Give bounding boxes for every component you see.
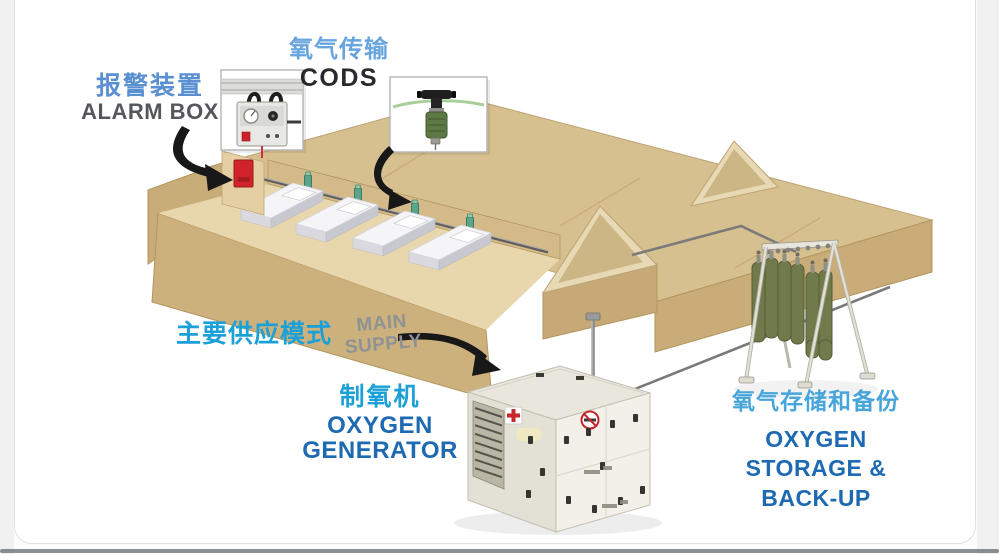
- label-oxygen-storage-en: OXYGEN STORAGE & BACK-UP: [745, 425, 887, 511]
- label-main-supply-en: MAIN SUPPLY: [344, 310, 423, 358]
- bottom-separator: [0, 549, 999, 553]
- label-oxygen-generator-zh: 制氧机: [339, 383, 421, 411]
- label-alarm-box-zh: 报警装置: [95, 72, 204, 100]
- label-cods-en: CODS: [299, 63, 379, 92]
- label-oxygen-storage-zh: 氧气存储和备份: [732, 388, 900, 414]
- right-gutter: [977, 0, 999, 554]
- label-alarm-box: 报警装置 ALARM BOX: [64, 72, 236, 125]
- label-oxygen-storage: 氧气存储和备份 OXYGEN STORAGE & BACK-UP: [718, 388, 914, 513]
- label-cods-zh: 氧气传输: [289, 36, 389, 63]
- left-gutter: [0, 0, 14, 554]
- label-alarm-box-en: ALARM BOX: [81, 99, 219, 124]
- label-main-supply: 主要供应模式 MAIN SUPPLY: [176, 311, 423, 358]
- label-main-supply-zh: 主要供应模式: [176, 320, 333, 348]
- label-oxygen-generator: 制氧机 OXYGEN GENERATOR: [292, 383, 468, 464]
- label-oxygen-generator-en: OXYGEN GENERATOR: [302, 412, 458, 465]
- label-cods: 氧气传输 CODS: [274, 36, 404, 92]
